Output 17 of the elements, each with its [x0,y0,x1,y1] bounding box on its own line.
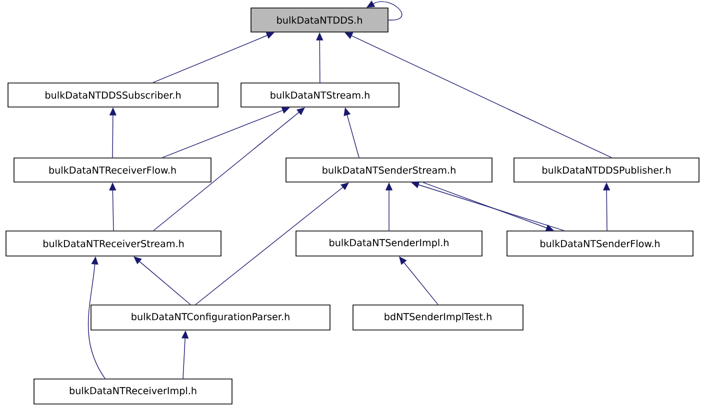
arrow [411,181,564,231]
file-box: bulkDataNTSenderStream.h [286,158,492,182]
file-box: bulkDataNTReceiverStream.h [6,230,222,256]
file-box: bulkDataNTSenderImpl.h [296,230,482,256]
file-box: bulkDataNTStream.h [240,82,400,108]
file-box: bulkDataNTSenderFlow.h [506,230,694,256]
file-box: bulkDataNTDDSSubscriber.h [8,82,218,108]
arrow [152,32,274,83]
file-box: bulkDataNTReceiverFlow.h [14,158,212,182]
arrow [422,182,554,232]
file-box: bulkDataNTReceiverImpl.h [34,378,232,404]
arrow [162,106,290,158]
file-box: bulkDataNTConfigurationParser.h [90,304,330,330]
file-box: bulkDataNTDDSPublisher.h [514,158,700,182]
file-box: bulkDataNTDDS.h [250,8,388,32]
arrow [344,32,612,158]
file-box: bdNTSenderImplTest.h [352,304,524,330]
